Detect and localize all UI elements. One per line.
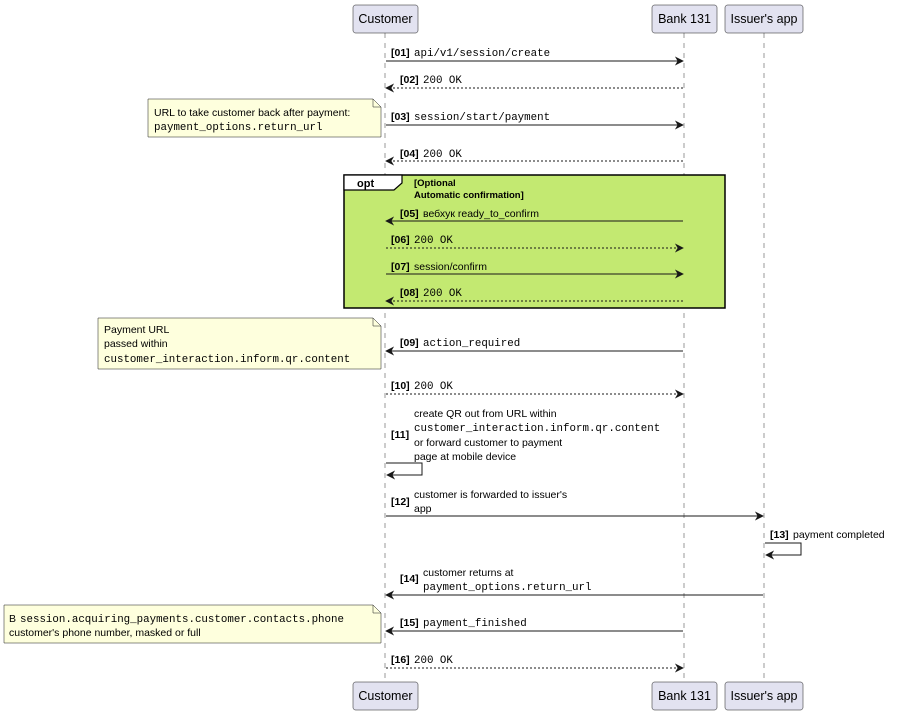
participant-issuer-label: Issuer's app xyxy=(730,12,797,26)
message-07-num: [07] xyxy=(391,261,410,273)
message-11-line3: or forward customer to payment xyxy=(414,437,562,449)
message-06-text: 200 OK xyxy=(414,235,453,247)
note-phone-line2: customer's phone number, masked or full xyxy=(9,627,201,639)
note-return-url-line2: payment_options.return_url xyxy=(154,122,322,134)
message-15-text: payment_finished xyxy=(423,618,527,630)
note-return-url: URL to take customer back after payment:… xyxy=(147,98,382,138)
note-payment-url-line1: Payment URL xyxy=(104,324,170,336)
message-05-text: вебхук ready_to_confirm xyxy=(423,208,539,220)
participant-customer-bottom: Customer xyxy=(352,681,419,711)
message-11-line1: create QR out from URL within xyxy=(414,408,557,420)
message-10-num: [10] xyxy=(391,380,410,392)
participant-issuer-bottom: Issuer's app xyxy=(724,681,804,711)
note-payment-url-line2: passed within xyxy=(104,338,168,350)
message-11-num: [11] xyxy=(391,429,409,441)
opt-guard-line1: [Optional xyxy=(414,178,456,189)
message-04-text: 200 OK xyxy=(423,149,462,161)
message-07-text: session/confirm xyxy=(414,261,487,273)
participant-customer-label: Customer xyxy=(358,12,412,26)
message-11-arrow xyxy=(386,462,423,480)
message-02-text: 200 OK xyxy=(423,75,462,87)
note-return-url-line1: URL to take customer back after payment: xyxy=(154,107,350,119)
note-payment-url-line3: customer_interaction.inform.qr.content xyxy=(104,354,350,366)
note-phone-code: session.acquiring_payments.customer.cont… xyxy=(20,614,344,626)
participant-bank-top: Bank 131 xyxy=(651,4,718,34)
opt-fragment: opt [Optional Automatic confirmation] xyxy=(343,174,726,309)
message-09-num: [09] xyxy=(400,337,419,349)
message-14-num: [14] xyxy=(400,573,419,585)
message-08-num: [08] xyxy=(400,287,419,299)
participant-issuer-label: Issuer's app xyxy=(730,689,797,703)
message-03-num: [03] xyxy=(391,111,410,123)
participant-bank-bottom: Bank 131 xyxy=(651,681,718,711)
message-13-arrow xyxy=(765,542,802,560)
message-13-num: [13] xyxy=(770,529,789,541)
message-12-line1: customer is forwarded to issuer's xyxy=(414,489,567,501)
message-08-text: 200 OK xyxy=(423,288,462,300)
participant-bank-label: Bank 131 xyxy=(658,689,711,703)
message-01-num: [01] xyxy=(391,47,410,59)
message-05-num: [05] xyxy=(400,208,419,220)
participant-bank-label: Bank 131 xyxy=(658,12,711,26)
message-02-num: [02] xyxy=(400,74,419,86)
message-10-text: 200 OK xyxy=(414,381,453,393)
message-15-num: [15] xyxy=(400,617,419,629)
message-12-line2: app xyxy=(414,503,432,515)
message-06-num: [06] xyxy=(391,234,410,246)
opt-keyword: opt xyxy=(357,178,374,190)
participant-issuer-top: Issuer's app xyxy=(724,4,804,34)
message-03-text: session/start/payment xyxy=(414,112,550,124)
message-11-line2: customer_interaction.inform.qr.content xyxy=(414,423,660,435)
note-phone-prefix: В xyxy=(9,613,16,625)
message-16-num: [16] xyxy=(391,654,410,666)
message-04-num: [04] xyxy=(400,148,419,160)
message-16-text: 200 OK xyxy=(414,655,453,667)
opt-guard-line2: Automatic confirmation] xyxy=(414,190,524,201)
message-14-line1: customer returns at xyxy=(423,567,514,579)
message-12-num: [12] xyxy=(391,496,410,508)
message-11-line4: page at mobile device xyxy=(414,451,516,463)
note-payment-url: Payment URL passed within customer_inter… xyxy=(97,317,382,370)
message-09-text: action_required xyxy=(423,338,520,350)
message-01-text: api/v1/session/create xyxy=(414,48,550,60)
participant-customer-top: Customer xyxy=(352,4,419,34)
participant-customer-label: Customer xyxy=(358,689,412,703)
message-14-line2: payment_options.return_url xyxy=(423,582,591,594)
message-13-text: payment completed xyxy=(793,529,885,541)
